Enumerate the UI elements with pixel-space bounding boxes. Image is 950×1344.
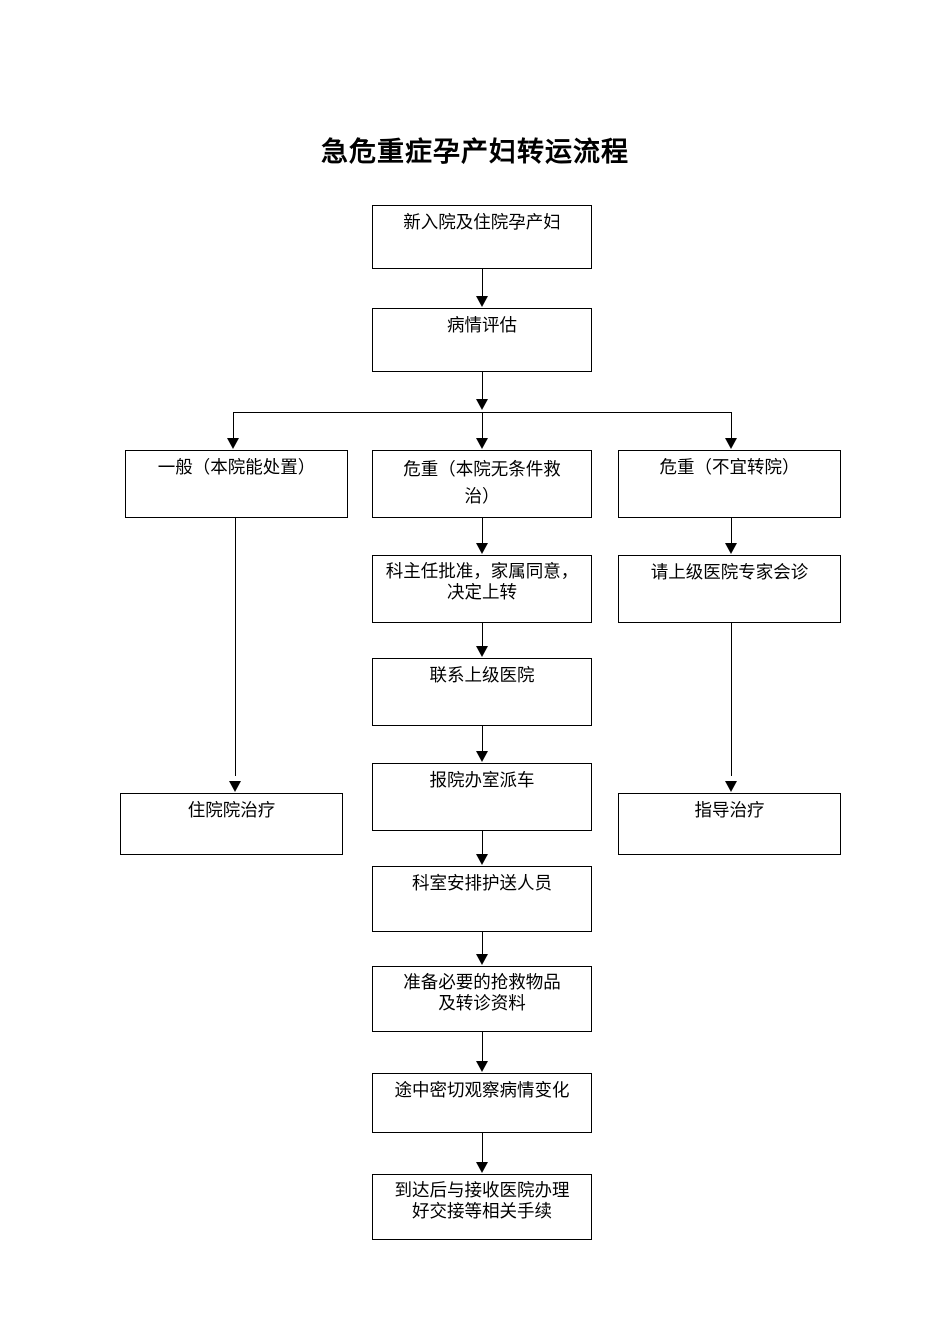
connector-arrowhead <box>475 543 488 554</box>
connector-line <box>482 518 483 544</box>
flow-node-monitor-en-route: 途中密切观察病情变化 <box>372 1073 592 1133</box>
connector-line <box>482 412 483 439</box>
flow-node-guided-treatment: 指导治疗 <box>618 793 841 855</box>
flow-node-label: 请上级医院专家会诊 <box>650 563 809 583</box>
connector-line <box>482 726 483 752</box>
flow-node-label: 准备必要的抢救物品 及转诊资料 <box>403 973 561 1015</box>
connector-arrowhead <box>475 954 488 965</box>
flow-node-label: 新入院及住院孕产妇 <box>403 213 561 233</box>
page-title: 急危重症孕产妇转运流程 <box>321 137 629 168</box>
connector-arrowhead <box>724 543 737 554</box>
connector-line <box>235 518 236 776</box>
connector-line <box>482 372 483 400</box>
flow-node-label: 报院办室派车 <box>429 771 535 791</box>
flow-node-label: 科室安排护送人员 <box>412 874 552 894</box>
flow-node-assign-escort-staff: 科室安排护送人员 <box>372 866 592 932</box>
flow-node-label: 到达后与接收医院办理 好交接等相关手续 <box>394 1181 570 1223</box>
connector-line <box>482 1133 483 1163</box>
connector-arrowhead <box>228 781 241 792</box>
flow-node-label: 病情评估 <box>447 316 517 336</box>
flow-node-contact-upper-hospital: 联系上级医院 <box>372 658 592 726</box>
connector-arrowhead <box>475 1162 488 1173</box>
flow-node-label: 危重（不宜转院） <box>659 458 800 478</box>
flow-node-prepare-supplies: 准备必要的抢救物品 及转诊资料 <box>372 966 592 1032</box>
connector-arrowhead <box>226 438 239 449</box>
flow-node-label: 住院院治疗 <box>187 801 276 821</box>
flow-node-critical-transfer-needed: 危重（本院无条件救 治） <box>372 450 592 518</box>
flow-node-request-vehicle: 报院办室派车 <box>372 763 592 831</box>
flow-node-director-approval: 科主任批准，家属同意， 决定上转 <box>372 555 592 623</box>
connector-line <box>482 932 483 955</box>
connector-line <box>482 1032 483 1062</box>
connector-arrowhead <box>724 781 737 792</box>
flow-node-handover-procedures: 到达后与接收医院办理 好交接等相关手续 <box>372 1174 592 1240</box>
flow-node-label: 联系上级医院 <box>429 666 535 686</box>
connector-line <box>482 269 483 297</box>
connector-line <box>731 412 732 439</box>
flow-node-new-admission: 新入院及住院孕产妇 <box>372 205 592 269</box>
connector-line <box>731 518 732 544</box>
flow-node-inpatient-treatment: 住院院治疗 <box>120 793 343 855</box>
connector-arrowhead <box>475 399 488 410</box>
connector-line <box>233 412 234 439</box>
flow-node-critical-no-transfer: 危重（不宜转院） <box>618 450 841 518</box>
connector-line <box>731 623 732 776</box>
flow-node-request-expert-consult: 请上级医院专家会诊 <box>618 555 841 623</box>
connector-arrowhead <box>475 854 488 865</box>
flow-node-condition-assessment: 病情评估 <box>372 308 592 372</box>
connector-line <box>482 623 483 647</box>
connector-arrowhead <box>475 751 488 762</box>
connector-line <box>482 831 483 855</box>
connector-arrowhead <box>475 296 488 307</box>
flow-node-label: 一般（本院能处置） <box>157 458 316 478</box>
connector-arrowhead <box>724 438 737 449</box>
flow-node-label: 危重（本院无条件救 治） <box>403 460 561 508</box>
connector-arrowhead <box>475 646 488 657</box>
connector-arrowhead <box>475 1061 488 1072</box>
flow-node-label: 科主任批准，家属同意， 决定上转 <box>385 562 579 604</box>
connector-arrowhead <box>475 438 488 449</box>
flow-node-label: 指导治疗 <box>694 801 765 821</box>
flow-node-label: 途中密切观察病情变化 <box>394 1081 570 1101</box>
flow-node-general-case: 一般（本院能处置） <box>125 450 348 518</box>
